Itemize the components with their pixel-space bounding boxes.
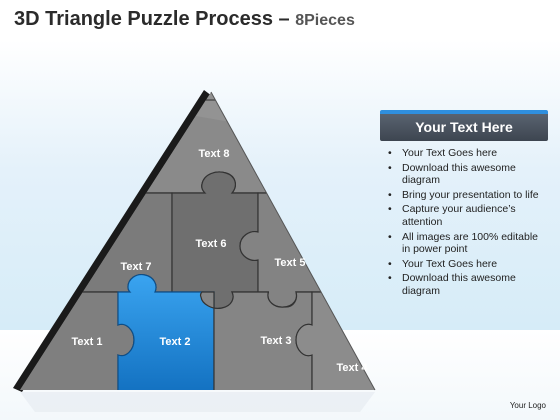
title-main: 3D Triangle Puzzle Process – xyxy=(14,8,296,30)
bullet-item: Bring your presentation to life xyxy=(388,189,548,202)
piece-label-2: Text 2 xyxy=(160,336,191,348)
piece-label-6: Text 6 xyxy=(196,238,227,250)
pyramid-left-edge xyxy=(13,90,212,392)
bullet-item: Download this awesome diagram xyxy=(388,272,548,297)
pyramid-reflection xyxy=(20,392,375,412)
piece-label-1: Text 1 xyxy=(72,336,103,348)
title-sub: 8Pieces xyxy=(295,12,355,29)
piece-label-8: Text 8 xyxy=(199,148,230,160)
pyramid-right-edge xyxy=(210,91,376,391)
bullet-item: Your Text Goes here xyxy=(388,258,548,271)
puzzle-piece-5 xyxy=(239,192,371,308)
piece-label-5: Text 5 xyxy=(275,257,306,269)
bullet-item: Capture your audience’s attention xyxy=(388,203,548,228)
piece-label-3: Text 3 xyxy=(261,335,292,347)
text-panel: Your Text Here Your Text Goes here Downl… xyxy=(380,110,548,300)
bullet-item: All images are 100% editable in power po… xyxy=(388,231,548,256)
bullet-item: Your Text Goes here xyxy=(388,147,548,160)
piece-label-7: Text 7 xyxy=(121,261,152,273)
pyramid-highlight xyxy=(196,92,230,122)
bullet-item: Download this awesome diagram xyxy=(388,162,548,187)
page-title: 3D Triangle Puzzle Process – 8Pieces xyxy=(14,8,355,31)
piece-label-4: Text 4 xyxy=(337,362,369,374)
puzzle-piece-2 xyxy=(117,274,215,390)
panel-header: Your Text Here xyxy=(380,110,548,141)
puzzle-piece-7 xyxy=(59,192,173,293)
logo-text: Your Logo xyxy=(509,401,546,410)
bullet-list: Your Text Goes here Download this awesom… xyxy=(380,147,548,298)
